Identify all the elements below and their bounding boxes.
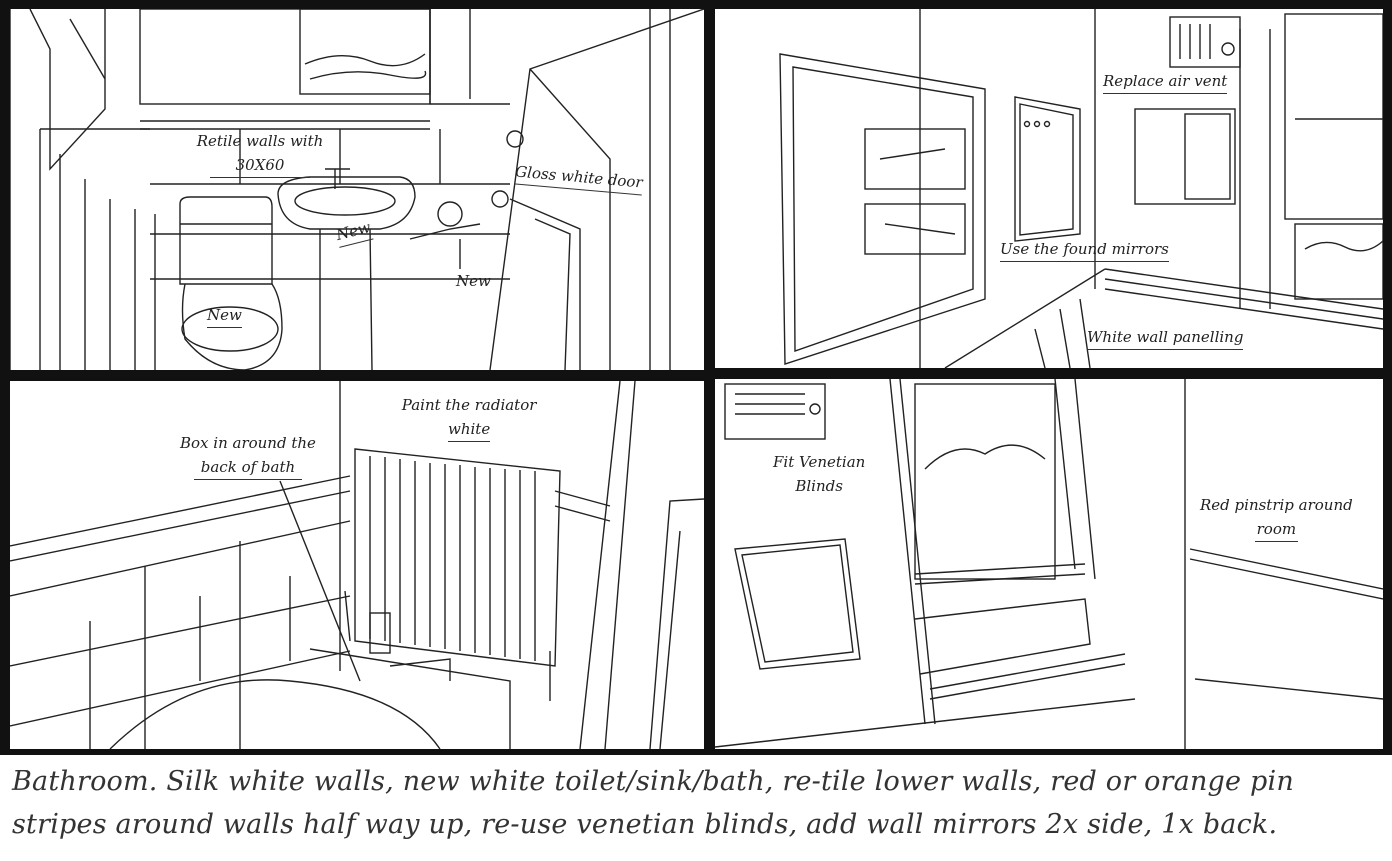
note-radiator: Paint the radiator white [398,393,540,442]
panel-window-blinds: Fit Venetian Blinds Red pinstrip around … [715,379,1383,749]
caption-line-1: Bathroom. Silk white walls, new white to… [12,766,1294,797]
note-retile-walls: Retile walls with 30X60 [180,129,340,178]
note-new-tap: New [456,272,491,290]
note-new-toilet: New [207,303,242,328]
panel-mirrors: Replace air vent Use the found mirrors W… [715,9,1383,368]
note-retile-line1: Retile walls with [196,132,324,150]
panel-toilet-sink: Retile walls with 30X60 Gloss white door… [10,9,704,370]
note-venetian-blinds: Fit Venetian Blinds [773,453,866,495]
note-found-mirrors: Use the found mirrors [1000,237,1169,262]
window-blinds-sketch [715,379,1383,749]
mirrors-sketch [779,9,1383,368]
note-wall-panelling: White wall panelling [1087,325,1244,350]
radiator-bath-sketch [10,381,704,749]
caption-line-2: stripes around walls half way up, re-use… [12,809,1278,840]
toilet-sink-sketch [10,9,704,370]
note-air-vent: Replace air vent [1103,69,1228,94]
note-red-pinstrip: Red pinstrip around room [1200,493,1353,542]
note-retile-line2: 30X60 [210,153,310,178]
panel-radiator-bath: Paint the radiator white Box in around t… [10,381,704,749]
storyboard-grid: Retile walls with 30X60 Gloss white door… [0,0,1392,755]
storyboard-caption: Bathroom. Silk white walls, new white to… [12,760,1382,846]
note-box-in-bath: Box in around the back of bath [180,431,316,480]
